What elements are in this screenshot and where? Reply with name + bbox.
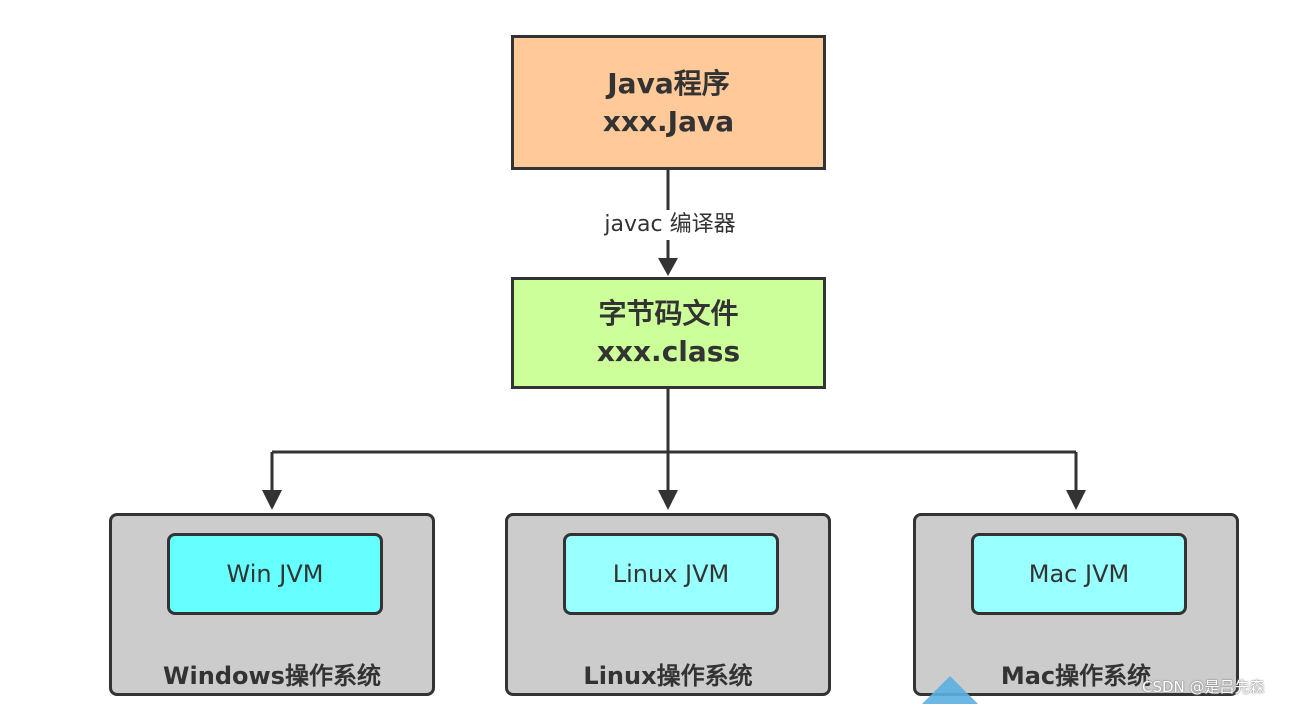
mac-os-box: Mac JVM Mac操作系统	[913, 513, 1239, 696]
watermark-text: CSDN @是吕先森	[1142, 678, 1265, 696]
mac-os-label: Mac操作系统	[1000, 662, 1152, 690]
bytecode-node: 字节码文件 xxx.class	[511, 277, 826, 389]
bytecode-title: 字节码文件	[598, 297, 739, 330]
linux-os-box: Linux JVM Linux操作系统	[505, 513, 831, 696]
arrowhead-linux	[658, 490, 678, 510]
arrowhead-windows	[262, 490, 282, 510]
linux-os-label: Linux操作系统	[583, 662, 753, 690]
windows-os-label: Windows操作系统	[163, 662, 381, 690]
arrowhead-compile	[658, 258, 678, 276]
arrowhead-mac	[1066, 490, 1086, 510]
java-source-filename: xxx.Java	[602, 104, 735, 138]
linux-jvm-box: Linux JVM	[563, 533, 779, 615]
win-jvm-box: Win JVM	[167, 533, 383, 615]
mac-jvm-box: Mac JVM	[971, 533, 1187, 615]
windows-os-box: Win JVM Windows操作系统	[109, 513, 435, 696]
compile-edge-label: javac 编译器	[560, 210, 780, 240]
java-source-title: Java程序	[607, 66, 730, 100]
java-source-node: Java程序 xxx.Java	[511, 35, 826, 170]
watermark-logo-icon	[922, 676, 978, 704]
bytecode-filename: xxx.class	[596, 335, 741, 368]
